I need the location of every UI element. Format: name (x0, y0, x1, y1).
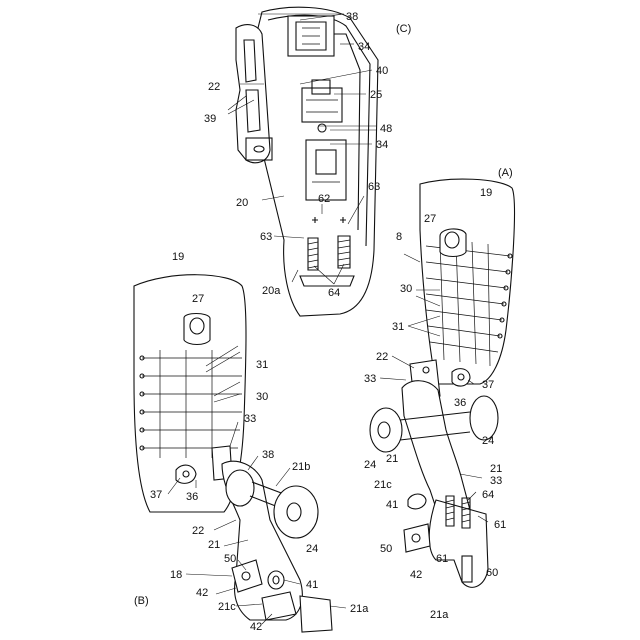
label-c-39: 39 (204, 113, 216, 125)
label-c-34b: 34 (376, 139, 388, 151)
label-a-21c: 21c (374, 479, 392, 491)
label-b-42b: 42 (250, 621, 262, 633)
label-a-22: 22 (376, 351, 388, 363)
label-a-30: 30 (400, 283, 412, 295)
label-a-60: 60 (486, 567, 498, 579)
label-a-21b: 21 (490, 463, 502, 475)
label-a-21aa: 21a (430, 609, 449, 621)
label-c-63b: 63 (368, 181, 380, 193)
label-b-42a: 42 (196, 587, 208, 599)
label-c-48: 48 (380, 123, 392, 135)
label-b-38: 38 (262, 449, 274, 461)
label-a-8: 8 (396, 231, 402, 243)
panel-label-a: (A) (498, 167, 513, 179)
label-c-63a: 63 (260, 231, 272, 243)
label-b-19: 19 (172, 251, 184, 263)
label-a-41: 41 (386, 499, 398, 511)
label-c-20: 20 (236, 197, 248, 209)
label-b-30: 30 (256, 391, 268, 403)
label-b-33: 33 (244, 413, 256, 425)
label-b-31: 31 (256, 359, 268, 371)
label-b-41: 41 (306, 579, 318, 591)
label-b-37: 37 (150, 489, 162, 501)
label-a-61a: 61 (494, 519, 506, 531)
label-c-22: 22 (208, 81, 220, 93)
label-c-20a: 20a (262, 285, 281, 297)
label-a-27: 27 (424, 213, 436, 225)
label-a-37: 37 (482, 379, 494, 391)
label-a-36: 36 (454, 397, 466, 409)
panel-label-c: (C) (396, 23, 411, 35)
label-b-21a: 21a (350, 603, 369, 615)
label-a-24b: 24 (364, 459, 376, 471)
label-b-27: 27 (192, 293, 204, 305)
label-c-25: 25 (370, 89, 382, 101)
label-a-61b: 61 (436, 553, 448, 565)
label-b-21: 21 (208, 539, 220, 551)
label-a-33a: 33 (364, 373, 376, 385)
view-c-housing (228, 7, 378, 316)
label-c-34a: 34 (358, 41, 370, 53)
label-c-64: 64 (328, 287, 340, 299)
label-b-21c: 21c (218, 601, 236, 613)
label-b-18: 18 (170, 569, 182, 581)
label-c-62: 62 (318, 193, 330, 205)
label-c-40: 40 (376, 65, 388, 77)
label-c-38: 38 (346, 11, 358, 23)
label-b-50: 50 (224, 553, 236, 565)
label-a-31: 31 (392, 321, 404, 333)
label-a-33b: 33 (490, 475, 502, 487)
label-b-24: 24 (306, 543, 318, 555)
label-a-21a: 21 (386, 453, 398, 465)
label-a-42: 42 (410, 569, 422, 581)
label-a-19: 19 (480, 187, 492, 199)
panel-label-b: (B) (134, 595, 149, 607)
label-a-24a: 24 (482, 435, 494, 447)
label-b-36: 36 (186, 491, 198, 503)
label-b-21b: 21b (292, 461, 310, 473)
label-a-64: 64 (482, 489, 494, 501)
label-a-50: 50 (380, 543, 392, 555)
label-b-22: 22 (192, 525, 204, 537)
